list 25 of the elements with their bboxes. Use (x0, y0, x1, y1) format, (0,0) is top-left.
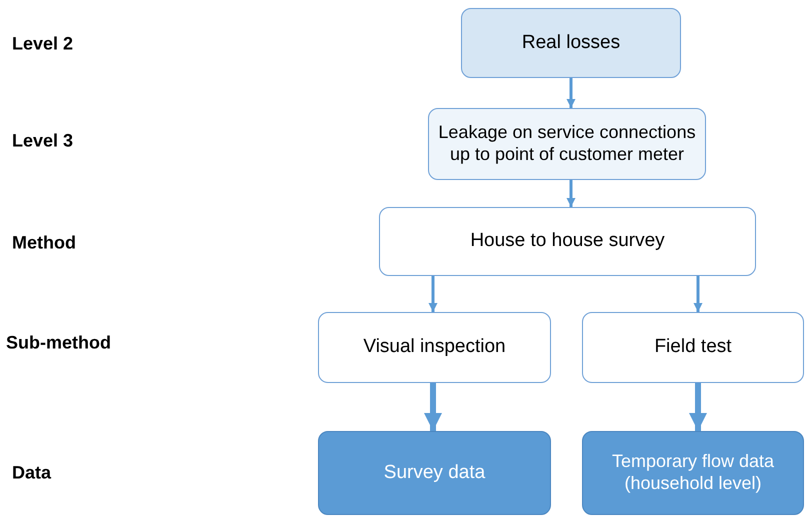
arrow (428, 276, 438, 312)
arrow (566, 180, 576, 207)
node-text: Visual inspection (363, 335, 506, 360)
process-box (428, 108, 706, 180)
arrow (566, 78, 576, 108)
node-text: Survey data (384, 460, 486, 485)
data-box (318, 431, 551, 515)
node-text: Temporary flow data (household level) (610, 451, 776, 495)
process-box (582, 312, 804, 383)
arrow (424, 383, 442, 431)
row-label: Level 3 (12, 130, 74, 152)
row-label: Sub-method (6, 332, 111, 354)
node-text: Leakage on service connections up to point of customer meter (437, 122, 697, 166)
process-box (461, 8, 681, 78)
row-label: Data (12, 462, 52, 484)
node-text: Real losses (522, 30, 620, 55)
row-label: Method (12, 232, 76, 254)
node-text: Field test (654, 335, 732, 360)
arrow (694, 276, 702, 312)
process-box (318, 312, 551, 383)
data-box (582, 431, 804, 515)
node-text: House to house survey (470, 229, 665, 254)
row-label: Level 2 (12, 32, 74, 56)
arrow (689, 383, 707, 431)
process-box (379, 207, 756, 276)
